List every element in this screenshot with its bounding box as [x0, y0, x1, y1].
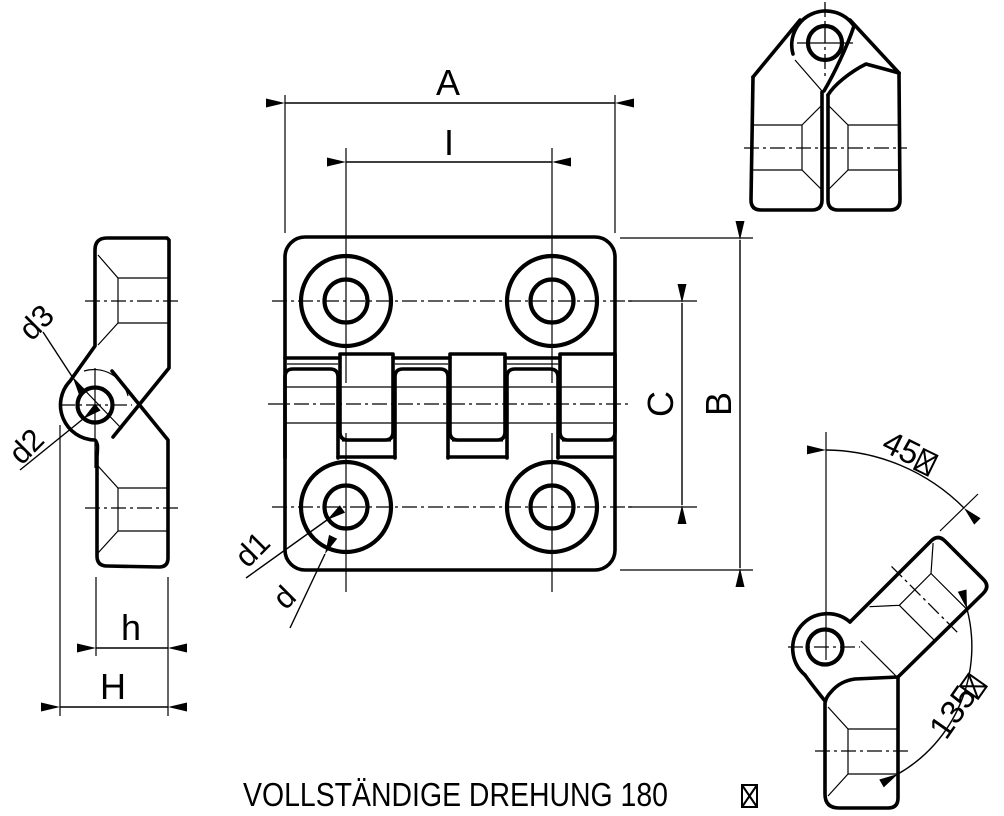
- front-view-knuckle-top-3: [558, 352, 617, 442]
- closed-view: [744, 2, 907, 212]
- H-label: H: [100, 666, 126, 707]
- angle-view: 45 135: [788, 423, 989, 810]
- angle-view-leaves-outline: [823, 535, 989, 810]
- closed-view-left-leaf: [749, 75, 824, 212]
- front-view: A I B C d1 d: [228, 62, 753, 629]
- closed-view-knuckle-descent: [822, 24, 856, 93]
- d-leader: [289, 534, 338, 629]
- angle-view-notch-edge: [860, 640, 897, 677]
- angle-45-extension: [939, 493, 979, 532]
- closed-view-left-slope: [751, 18, 802, 79]
- caption-text: VOLLSTÄNDIGE DREHUNG 180: [243, 776, 668, 813]
- missing-glyph-box: [958, 672, 989, 701]
- missing-glyph-box: [741, 784, 758, 808]
- front-view-knuckle-top-2: [448, 352, 507, 442]
- side-view-countersink-lower: [97, 465, 168, 554]
- d1-label: d1: [228, 525, 277, 574]
- B-label: B: [698, 392, 739, 416]
- angle-135-arc: [879, 589, 973, 788]
- angle-view-upper-hole-axis: [891, 565, 960, 635]
- A-extension-lines: [284, 95, 616, 233]
- front-view-hole-centerlines-v: [345, 148, 553, 592]
- C-label: C: [640, 391, 681, 417]
- closed-view-right-slope: [848, 18, 901, 75]
- front-view-hole-centerlines-h: [268, 300, 632, 508]
- side-view-knuckle-arc: [83, 368, 129, 397]
- I-label: I: [444, 122, 454, 163]
- angle-view-knuckle-arc: [790, 611, 852, 677]
- front-view-knuckle-top-1: [338, 352, 395, 442]
- closed-view-knuckle-inner-edge: [794, 59, 823, 92]
- closed-view-wrap: [826, 62, 901, 97]
- front-view-knuckle-bottom-2: [393, 367, 450, 460]
- front-view-knuckle-bottom-1: [283, 367, 340, 460]
- h-label: h: [121, 607, 141, 648]
- d2-leader: [19, 403, 101, 471]
- d3-label: d3: [12, 298, 61, 347]
- angle-45-label-group: 45: [877, 423, 939, 477]
- d3-leader: [42, 331, 88, 397]
- A-label: A: [436, 62, 460, 103]
- missing-glyph-box: [912, 447, 939, 477]
- closed-view-right-leaf: [826, 71, 902, 212]
- closed-view-countersink-left: [751, 104, 823, 191]
- front-view-knuckle-bottom-3: [505, 367, 560, 460]
- d2-label: d2: [2, 422, 51, 471]
- side-view-countersink-upper: [97, 254, 168, 346]
- angle-view-pin-hole: [805, 627, 845, 667]
- side-view-180: d3 d2 h H: [2, 236, 187, 716]
- caption: VOLLSTÄNDIGE DREHUNG 180: [243, 776, 758, 813]
- closed-view-knuckle-arc: [789, 9, 856, 56]
- B-extension-lines: [620, 237, 753, 571]
- closed-view-countersink-right: [827, 104, 900, 191]
- angle-45-label: 45: [877, 423, 926, 472]
- angle-135-label-group: 135: [921, 672, 989, 745]
- d1-leader: [245, 505, 346, 579]
- angle-45-arc: [806, 445, 981, 525]
- angle-view-wrap: [803, 673, 827, 703]
- d-label: d: [266, 579, 303, 616]
- d3-leader-extension: [72, 377, 123, 430]
